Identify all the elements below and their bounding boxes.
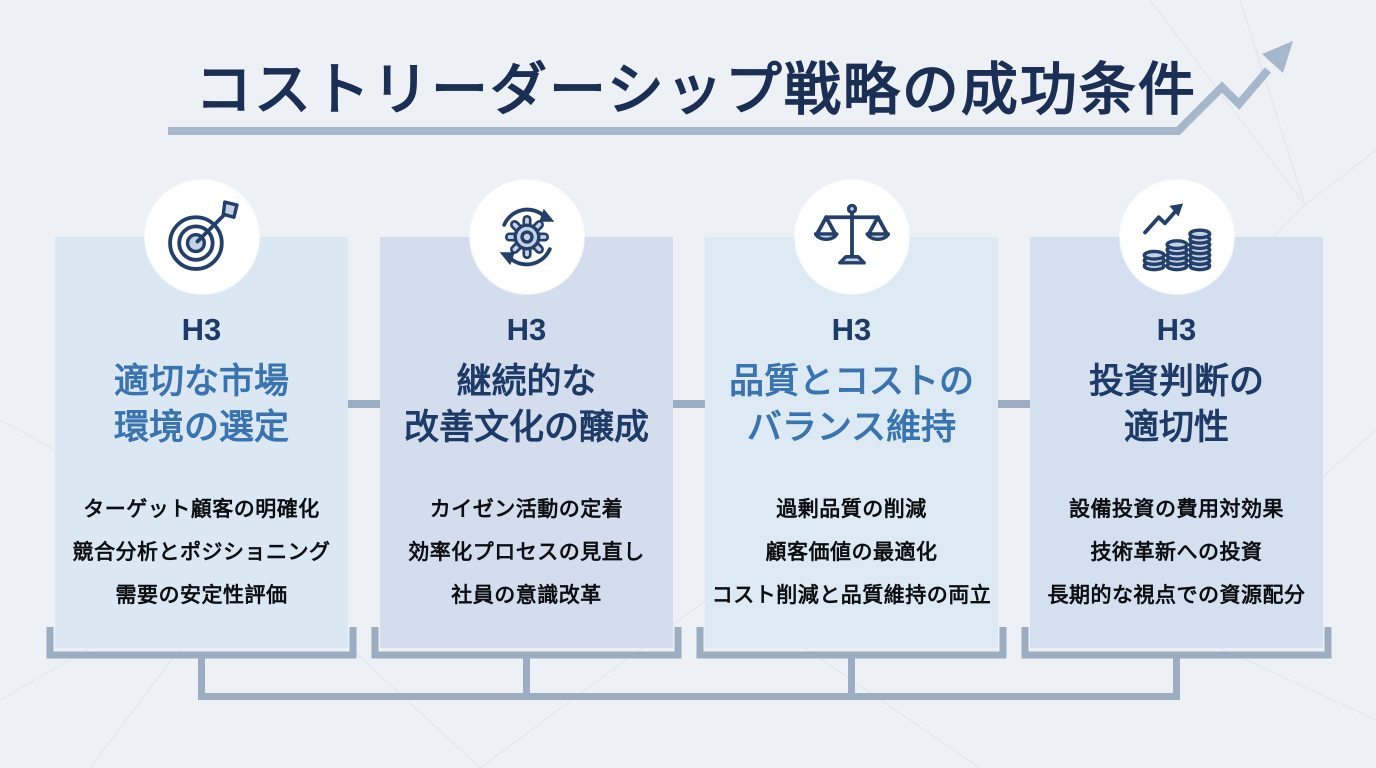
coin-stack-medium — [1164, 239, 1189, 272]
bullet-item: 競合分析とポジショニング — [72, 541, 331, 565]
target-icon — [167, 200, 239, 271]
heading-line: 適切性 — [1123, 407, 1229, 447]
card-market-selection: H3 適切な市場 環境の選定 ターゲット顧客の明確化 競合分析とポジショニング … — [55, 180, 348, 648]
coin-stack-small — [1142, 249, 1166, 272]
coin-growth-icon — [1142, 203, 1211, 272]
card-heading: 継続的な 改善文化の醸成 — [380, 359, 673, 450]
card-bullets: カイゼン活動の定着 効率化プロセスの見直し 社員の意識改革 — [380, 488, 673, 617]
icon-circle — [144, 180, 259, 294]
heading-line: 投資判断の — [1088, 362, 1264, 402]
card-investment-judgment: H3 投資判断の 適切性 設備投資の費用対効果 技術革新への投資 長期的な視点で… — [1030, 180, 1323, 648]
heading-line: バランス維持 — [746, 407, 957, 447]
card-bullets: 設備投資の費用対効果 技術革新への投資 長期的な視点での資源配分 — [1030, 488, 1323, 617]
bullet-item: カイゼン活動の定着 — [429, 498, 624, 522]
bullet-item: 技術革新への投資 — [1090, 541, 1263, 565]
bullet-item: 効率化プロセスの見直し — [408, 541, 645, 565]
card-h3-label: H3 — [181, 312, 222, 347]
card-improvement-culture: H3 継続的な 改善文化の醸成 カイゼン活動の定着 効率化プロセスの見直し 社員… — [380, 180, 673, 648]
icon-circle — [1119, 180, 1234, 294]
cycle-gear-icon — [499, 207, 554, 267]
bottom-rail — [198, 655, 1180, 700]
card-h3-label: H3 — [831, 312, 872, 347]
heading-line: 環境の選定 — [113, 407, 289, 447]
heading-line: 適切な市場 — [113, 362, 289, 402]
card-bullets: ターゲット顧客の明確化 競合分析とポジショニング 需要の安定性評価 — [55, 488, 348, 617]
bullet-item: コスト削減と品質維持の両立 — [711, 584, 992, 608]
card-h3-label: H3 — [506, 312, 547, 347]
card-bullets: 過剰品質の削減 顧客価値の最適化 コスト削減と品質維持の両立 — [705, 488, 998, 617]
bullet-item: ターゲット顧客の明確化 — [83, 498, 320, 522]
bullet-item: 顧客価値の最適化 — [765, 541, 938, 565]
card-heading: 品質とコストの バランス維持 — [705, 359, 998, 450]
heading-line: 継続的な — [456, 362, 597, 402]
balance-scale-icon — [813, 203, 890, 265]
bullet-item: 過剰品質の削減 — [776, 498, 927, 522]
icon-circle — [794, 180, 909, 294]
bullet-item: 需要の安定性評価 — [115, 584, 288, 608]
card-heading: 適切な市場 環境の選定 — [55, 359, 348, 450]
card-heading: 投資判断の 適切性 — [1030, 359, 1323, 450]
bullet-item: 長期的な視点での資源配分 — [1047, 584, 1306, 608]
bullet-item: 社員の意識改革 — [451, 584, 602, 608]
page-title: コストリーダーシップ戦略の成功条件 — [195, 58, 1197, 122]
heading-line: 品質とコストの — [728, 362, 974, 402]
card-h3-label: H3 — [1156, 312, 1197, 347]
card-quality-cost-balance: H3 品質とコストの バランス維持 過剰品質の削減 顧客価値の最適化 コスト削減… — [705, 180, 998, 648]
bullet-item: 設備投資の費用対効果 — [1069, 498, 1284, 522]
heading-line: 改善文化の醸成 — [403, 407, 649, 447]
icon-circle — [469, 180, 584, 294]
coin-stack-large — [1187, 228, 1211, 272]
